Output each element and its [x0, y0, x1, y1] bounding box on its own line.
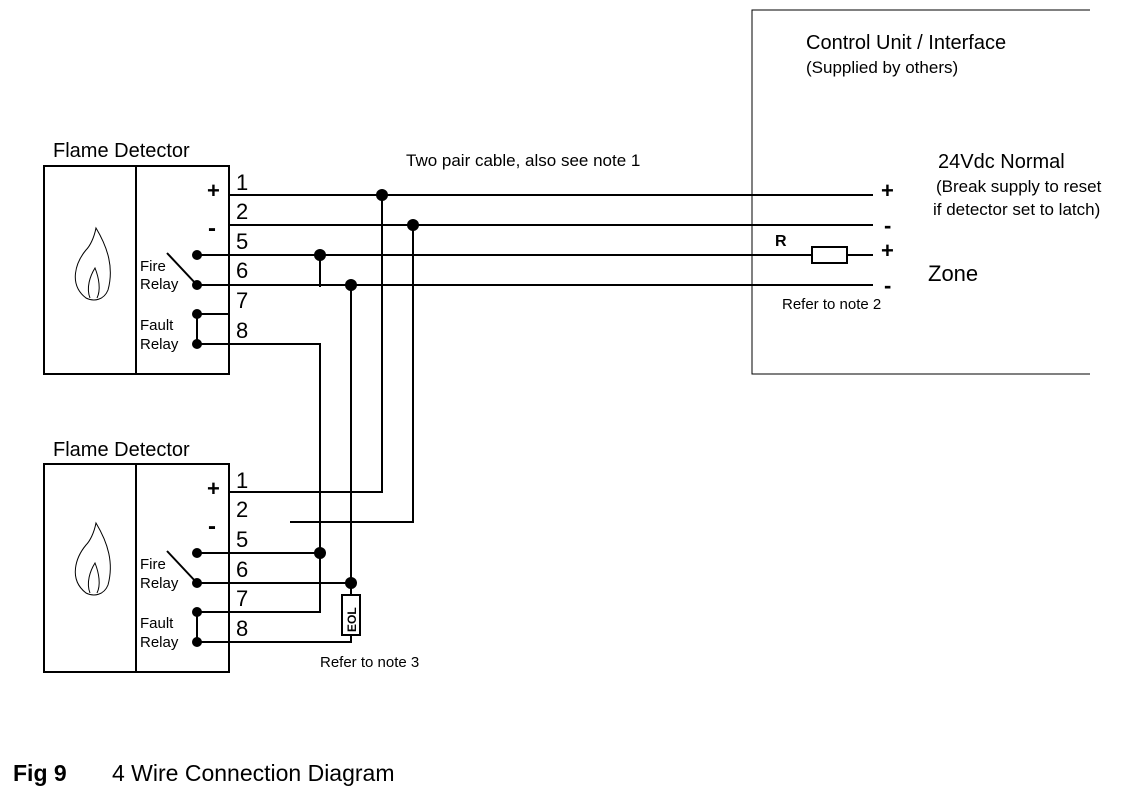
junction-dot [407, 219, 419, 231]
contact-dot [192, 548, 202, 558]
detector-minus: - [208, 215, 216, 242]
fire-relay-label-2: Relay [140, 276, 179, 293]
resistor-label: R [775, 233, 787, 250]
wiring: EOL [229, 189, 873, 643]
junction-dot [345, 279, 357, 291]
contact-dot [192, 607, 202, 617]
junction-dot [345, 577, 357, 589]
control-unit-box [751, 9, 1090, 375]
supply-title: 24Vdc Normal [938, 151, 1065, 173]
fault-relay-label-2: Relay [140, 336, 179, 353]
wire-detector2-positive [229, 195, 383, 493]
terminal-6: 6 [236, 258, 248, 283]
eol-label: EOL [345, 607, 359, 632]
zone-label: Zone [928, 261, 978, 286]
junction-dot [376, 189, 388, 201]
flame-detector-2: Flame Detector + - Fire Relay Fault Rela… [43, 439, 248, 673]
contact-dot [192, 309, 202, 319]
terminal-7: 7 [236, 288, 248, 313]
flame-detector-1: Flame Detector + - Fire Relay Fault Rela… [43, 140, 248, 375]
terminal-8: 8 [236, 318, 248, 343]
detector-plus: + [207, 476, 220, 501]
fire-relay-label-1: Fire [140, 258, 166, 275]
figure-title: 4 Wire Connection Diagram [112, 760, 395, 786]
flame-icon [74, 521, 111, 596]
detector-title: Flame Detector [53, 439, 190, 461]
fault-relay-label-2: Relay [140, 634, 179, 651]
terminal-2: 2 [236, 497, 248, 522]
terminal-5: 5 [236, 527, 248, 552]
detector-title: Flame Detector [53, 140, 190, 162]
terminal-5: 5 [236, 229, 248, 254]
contact-dot [192, 250, 202, 260]
contact-dot [192, 339, 202, 349]
junction-dot [314, 547, 326, 559]
fire-relay-switch [166, 550, 198, 584]
wire-detector1-t8-to-detector2 [229, 343, 321, 613]
control-unit-title: Control Unit / Interface [806, 32, 1006, 54]
cu-zone-minus: - [884, 273, 891, 298]
cu-zone-plus: + [881, 238, 894, 263]
supply-note-line2: if detector set to latch) [933, 200, 1100, 219]
cu-supply-plus: + [881, 178, 894, 203]
resistor-symbol [811, 246, 848, 264]
detector-plus: + [207, 178, 220, 203]
terminal-6: 6 [236, 557, 248, 582]
terminal-8: 8 [236, 616, 248, 641]
supply-note-line1: (Break supply to reset [936, 177, 1102, 196]
cable-label: Two pair cable, also see note 1 [406, 151, 640, 170]
fire-relay-switch [166, 252, 198, 286]
figure-number: Fig 9 [13, 760, 67, 786]
flame-icon [74, 226, 111, 301]
eol-note: Refer to note 3 [320, 654, 419, 671]
contact-dot [192, 637, 202, 647]
terminal-1: 1 [236, 468, 248, 493]
detector-minus: - [208, 513, 216, 540]
fire-relay-label-1: Fire [140, 556, 166, 573]
terminal-7: 7 [236, 586, 248, 611]
wire-detector2-negative [290, 225, 414, 523]
contact-dot [192, 280, 202, 290]
fire-relay-label-2: Relay [140, 575, 179, 592]
cu-supply-minus: - [884, 213, 891, 238]
wire-eol-bottom [229, 635, 352, 643]
terminal-1: 1 [236, 170, 248, 195]
control-unit-subtitle: (Supplied by others) [806, 58, 958, 77]
control-unit: Control Unit / Interface (Supplied by ot… [751, 9, 1102, 375]
contact-dot [192, 578, 202, 588]
terminal-2: 2 [236, 199, 248, 224]
fault-relay-label-1: Fault [140, 615, 174, 632]
junction-dot [314, 249, 326, 261]
resistor-note: Refer to note 2 [782, 296, 881, 313]
fault-relay-label-1: Fault [140, 317, 174, 334]
